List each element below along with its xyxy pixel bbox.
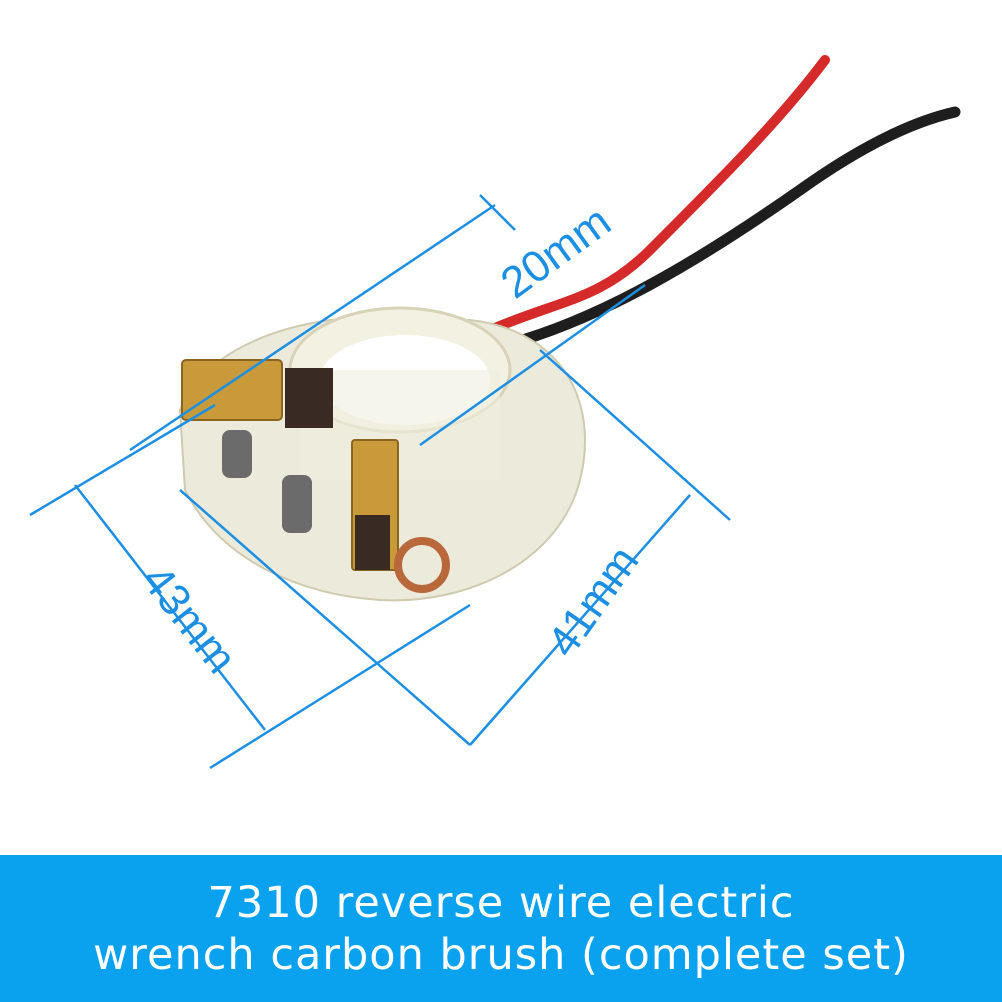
carbon-brush-right xyxy=(355,515,390,570)
caption-line-1: 7310 reverse wire electric xyxy=(207,877,795,928)
black-wire xyxy=(499,106,961,351)
copper-coil xyxy=(394,537,450,593)
caption-banner: 7310 reverse wire electric wrench carbon… xyxy=(0,855,1002,1002)
length-dimension-label: 43mm xyxy=(132,556,246,683)
dimension-lines xyxy=(29,194,731,770)
screw-2 xyxy=(282,475,312,533)
caption-line-2: wrench carbon brush (complete set) xyxy=(93,929,909,980)
red-wire xyxy=(485,55,830,335)
screw-1 xyxy=(222,430,252,478)
product-illustration: 20mm 43mm 41mm xyxy=(29,55,961,770)
brush-holder-left xyxy=(181,359,283,421)
depth-dimension-label: 41mm xyxy=(538,537,648,665)
carbon-brush-left xyxy=(285,368,333,428)
